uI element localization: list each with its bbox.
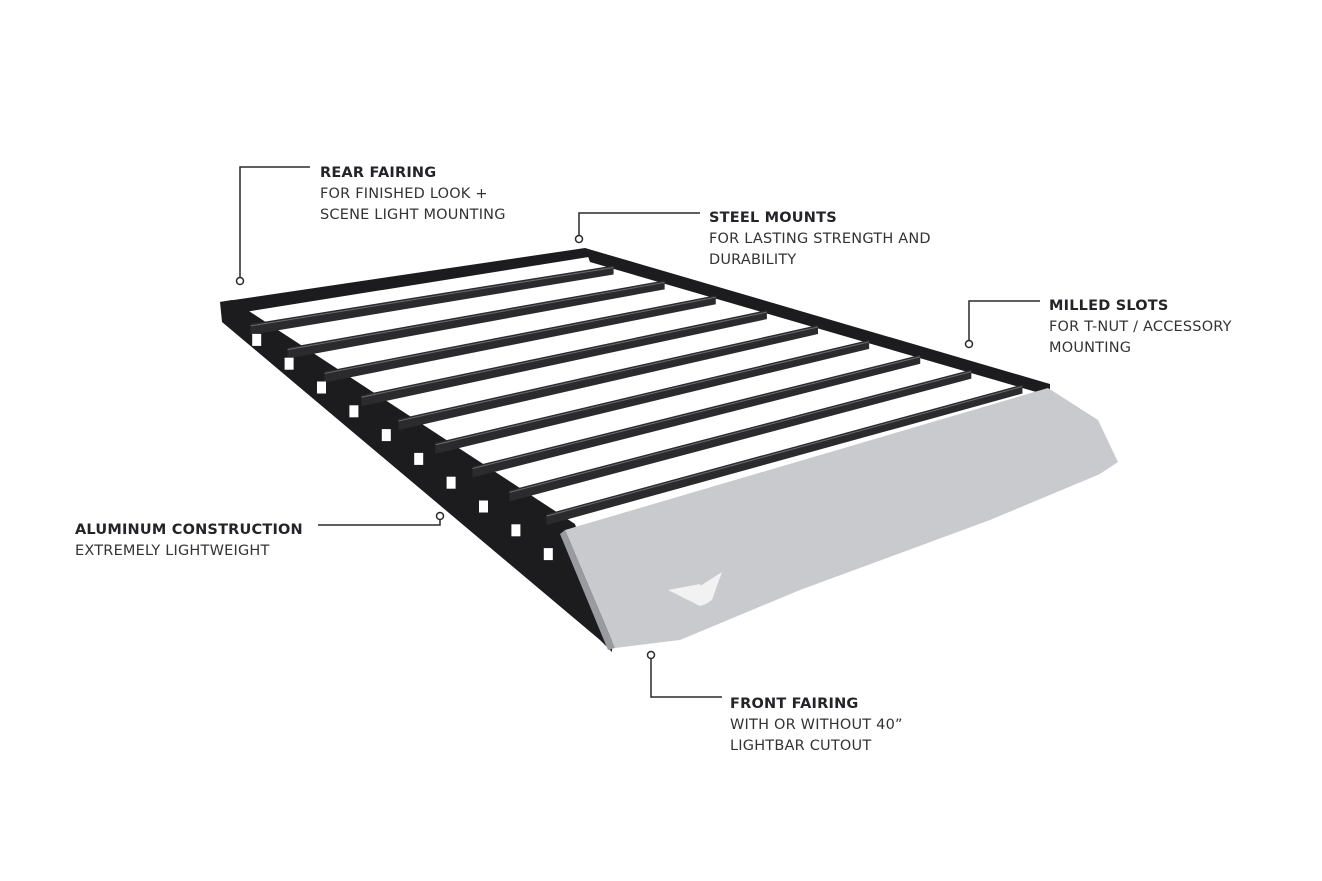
callout-desc: LIGHTBAR CUTOUT (730, 738, 872, 754)
crossbar (435, 339, 870, 454)
milled-slot (381, 429, 391, 442)
milled-slot (479, 500, 488, 513)
callout-desc: EXTREMELY LIGHTWEIGHT (75, 543, 270, 559)
callout-front-fairing: FRONT FAIRING WITH OR WITHOUT 40” LIGHTB… (730, 694, 903, 757)
steel-mounts-leader-line (578, 212, 700, 235)
milled-slots-marker-dot (964, 339, 974, 349)
callout-title: STEEL MOUNTS (709, 210, 837, 226)
callout-desc: WITH OR WITHOUT 40” (730, 717, 903, 733)
callout-desc: DURABILITY (709, 252, 797, 268)
callout-milled-slots: MILLED SLOTS FOR T-NUT / ACCESSORY MOUNT… (1049, 296, 1232, 359)
crossbar (361, 310, 767, 407)
rear-rail (220, 248, 595, 314)
callout-desc: FOR T-NUT / ACCESSORY (1049, 319, 1232, 335)
callout-desc: FOR FINISHED LOOK + (320, 186, 488, 202)
callout-steel-mounts: STEEL MOUNTS FOR LASTING STRENGTH AND DU… (709, 208, 931, 271)
front-fairing-leader-line (650, 659, 722, 698)
callout-title: REAR FAIRING (320, 165, 437, 181)
milled-slot (446, 476, 456, 489)
brand-logo-icon (668, 572, 722, 606)
left-side-rail (220, 300, 612, 652)
front-fairing-marker-dot (646, 650, 656, 660)
aluminum-marker-dot (435, 511, 445, 521)
callout-title: FRONT FAIRING (730, 696, 859, 712)
crossbar-highlight (324, 296, 716, 374)
front-fairing (565, 388, 1118, 648)
callout-desc: SCENE LIGHT MOUNTING (320, 207, 506, 223)
milled-slot (252, 333, 262, 346)
callout-rear-fairing: REAR FAIRING FOR FINISHED LOOK + SCENE L… (320, 163, 506, 226)
milled-slot (511, 524, 521, 537)
crossbars (250, 265, 1023, 526)
crossbar (398, 325, 818, 430)
crossbar (250, 265, 614, 335)
milled-slot (349, 405, 359, 418)
roof-rack (220, 248, 1118, 652)
milled-slot (284, 357, 294, 370)
callout-title: MILLED SLOTS (1049, 298, 1169, 314)
milled-slot (414, 452, 424, 465)
crossbar (546, 384, 1023, 526)
steel-mounts-marker-dot (574, 234, 584, 244)
front-fairing-edge (560, 530, 615, 650)
crossbar (509, 369, 972, 502)
callout-aluminum-construction: ALUMINUM CONSTRUCTION EXTREMELY LIGHTWEI… (75, 520, 303, 562)
milled-slot (543, 548, 553, 561)
milled-slot (317, 381, 326, 394)
crossbar (472, 354, 921, 478)
callout-desc: MOUNTING (1049, 340, 1132, 356)
right-side-rail (585, 248, 1050, 396)
crossbar-highlight (546, 386, 1023, 517)
rear-fairing-marker-dot (235, 276, 245, 286)
milled-slots (252, 333, 553, 561)
rear-fairing-leader-line (239, 166, 310, 277)
crossbar-highlight (509, 371, 972, 493)
crossbar-highlight (472, 356, 921, 470)
crossbar-highlight (435, 341, 870, 446)
crossbar-highlight (361, 311, 767, 398)
crossbar-highlight (250, 266, 614, 327)
crossbar-highlight (287, 281, 665, 351)
milled-slots-leader-line (968, 300, 1040, 340)
crossbar (287, 280, 665, 359)
crossbar (324, 295, 716, 383)
crossbar-highlight (398, 326, 819, 422)
callout-title: ALUMINUM CONSTRUCTION (75, 522, 303, 538)
aluminum-leader-line (318, 520, 441, 526)
callout-desc: FOR LASTING STRENGTH AND (709, 231, 931, 247)
